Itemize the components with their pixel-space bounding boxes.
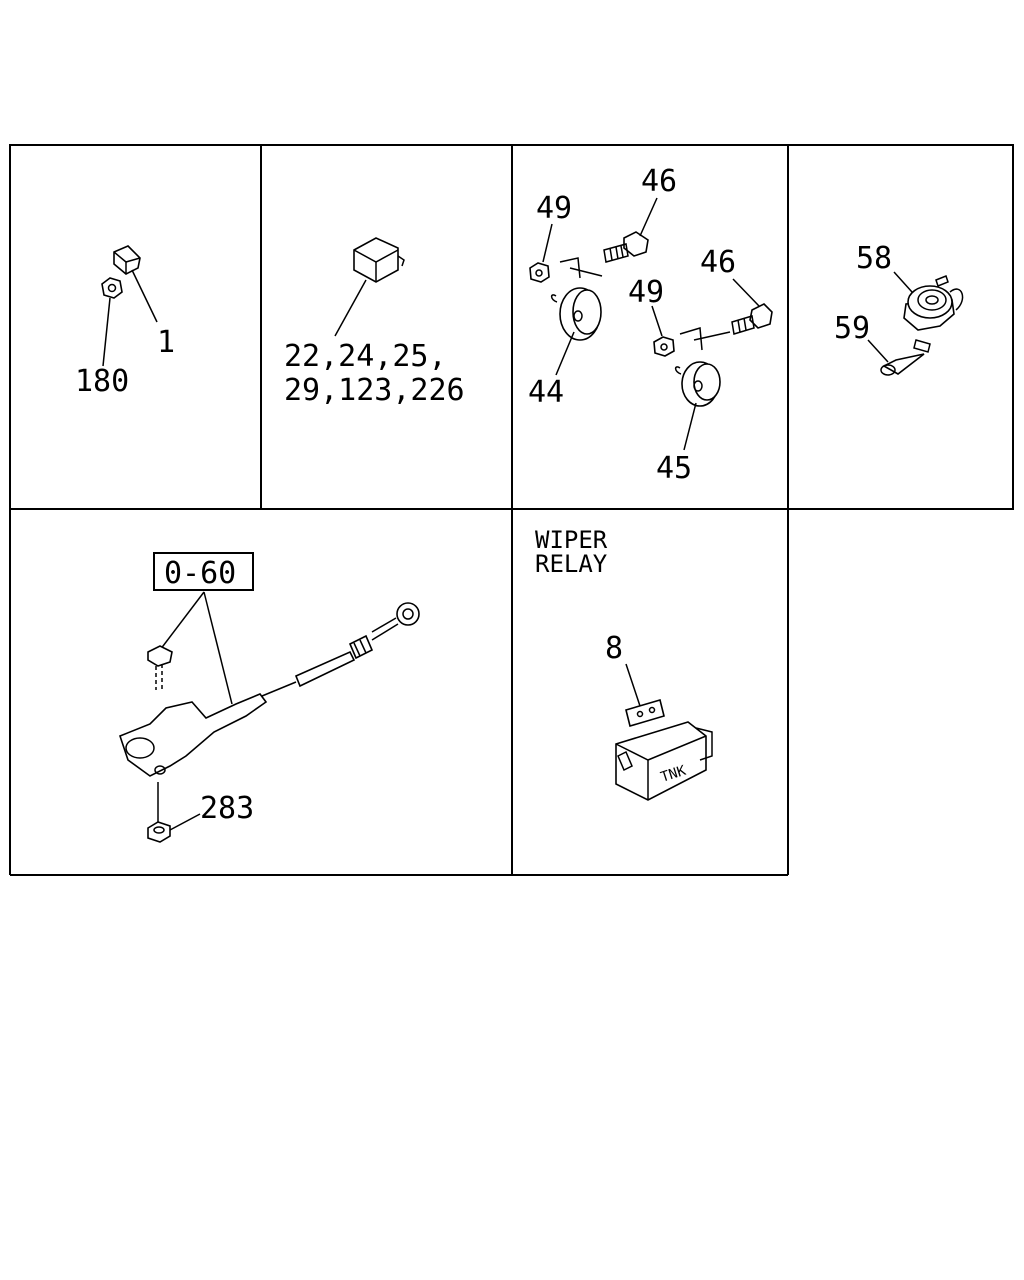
- leader-line-relay: [334, 279, 367, 337]
- horn-45[interactable]: [674, 327, 731, 407]
- leader-line-49-lower: [651, 305, 663, 337]
- callout-8: 8: [605, 631, 623, 666]
- cable-part[interactable]: [119, 602, 420, 777]
- connector-part[interactable]: [113, 245, 141, 275]
- callout-59: 59: [834, 311, 870, 346]
- leader-line-49-upper: [542, 223, 553, 263]
- nut-part[interactable]: [101, 277, 123, 299]
- callout-46-upper: 46: [641, 164, 677, 199]
- reference-box[interactable]: [153, 552, 254, 591]
- clip-59[interactable]: [880, 353, 925, 376]
- panel-title-line1: WIPER: [535, 526, 608, 554]
- callout-180: 180: [75, 364, 129, 399]
- nut-49-lower[interactable]: [653, 336, 675, 357]
- callout-1: 1: [157, 325, 175, 360]
- nut-49-upper[interactable]: [529, 262, 550, 283]
- part-marking: TNK: [659, 763, 689, 786]
- callout-relay-numbers-line2: 29,123,226: [284, 373, 465, 408]
- callout-44: 44: [528, 375, 564, 410]
- leader-line-45: [683, 402, 697, 451]
- leader-line-180: [102, 297, 111, 367]
- leader-line-58: [893, 271, 913, 293]
- ref-leader-right: [203, 591, 233, 705]
- leader-line-283: [169, 813, 201, 831]
- bolt-46-lower[interactable]: [731, 303, 773, 335]
- horn-44[interactable]: [550, 257, 603, 341]
- panel-1: 1 180: [75, 245, 175, 399]
- panel-5: 0-60 283: [119, 552, 420, 843]
- panel-4: 58 59: [834, 241, 964, 376]
- bolt-part[interactable]: [147, 645, 173, 690]
- callout-58: 58: [856, 241, 892, 276]
- nut-283[interactable]: [147, 821, 171, 843]
- leader-line-59: [867, 339, 889, 363]
- callout-relay-numbers-line1: 22,24,25,: [284, 339, 447, 374]
- callout-49-upper: 49: [536, 191, 572, 226]
- callout-46-lower: 46: [700, 245, 736, 280]
- callout-45: 45: [656, 451, 692, 486]
- wiper-relay-part[interactable]: TNK: [615, 698, 713, 801]
- sensor-58[interactable]: [903, 275, 964, 353]
- bolt-46-upper[interactable]: [603, 231, 649, 263]
- relay-part[interactable]: [353, 237, 405, 283]
- leader-line-44: [555, 331, 575, 376]
- diagram-frame: [9, 144, 1014, 876]
- panel-title-line2: RELAY: [535, 550, 608, 578]
- ref-leader-left: [159, 591, 205, 651]
- leader-line-46-upper: [639, 197, 658, 237]
- reference-box-label: 0-60: [164, 556, 236, 591]
- leader-line-1: [131, 269, 158, 323]
- panel-2: 22,24,25, 29,123,226: [284, 237, 465, 408]
- panel-6: WIPER RELAY TNK 8: [535, 526, 713, 801]
- panel-3: 49 46 49 46 44 45: [528, 164, 773, 486]
- leader-line-8: [625, 663, 641, 707]
- callout-283: 283: [200, 791, 254, 826]
- callout-49-lower: 49: [628, 275, 664, 310]
- leader-line-46-lower: [732, 278, 760, 307]
